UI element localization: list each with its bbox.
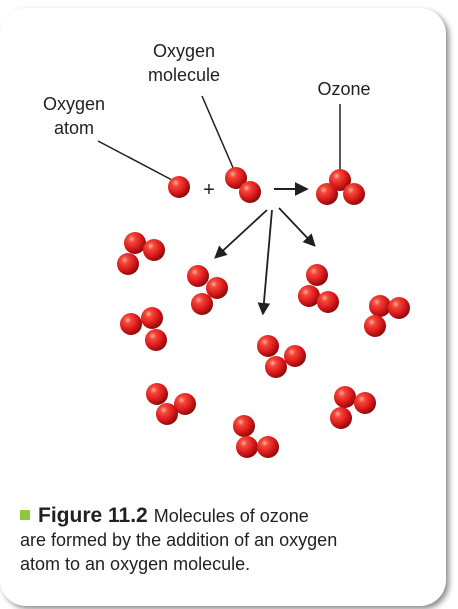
spread-arrow-left [214, 209, 268, 259]
leader-line-oxygen-molecule [201, 95, 235, 171]
label-oxygen-atom-2: atom [54, 118, 94, 138]
leader-line-oxygen-atom [97, 140, 173, 181]
caption-bullet-square [20, 510, 30, 520]
ozone-molecule-scattered-7 [146, 383, 196, 425]
oxygen-molecule [225, 167, 261, 203]
ozone-molecule [316, 169, 365, 205]
label-oxygen-molecule-2: molecule [148, 65, 220, 85]
ozone-molecule-scattered-9 [233, 415, 279, 458]
caption-line-3: atom to an oxygen molecule. [20, 554, 251, 574]
ozone-molecule-scattered-8 [330, 386, 376, 429]
ozone-molecule-scattered-1 [117, 232, 165, 275]
caption-text-1: Molecules of ozone [153, 506, 309, 526]
label-oxygen-molecule-1: Oxygen [153, 41, 215, 61]
ozone-molecule-scattered-6 [257, 335, 306, 378]
spread-arrow-right [278, 207, 316, 247]
ozone-molecule-scattered-3 [298, 264, 339, 313]
label-ozone: Ozone [317, 79, 370, 99]
spread-arrow-down [257, 209, 273, 316]
ozone-molecule-scattered-2 [187, 265, 228, 315]
oxygen-atom [168, 176, 190, 198]
ozone-molecule-scattered-5 [120, 307, 167, 351]
label-oxygen-atom-1: Oxygen [43, 94, 105, 114]
plus-sign: + [203, 179, 215, 201]
caption-line-2: are formed by the addition of an oxygen [20, 530, 338, 550]
ozone-molecule-scattered-4 [364, 295, 410, 337]
figure-number: Figure 11.2 [38, 504, 148, 527]
